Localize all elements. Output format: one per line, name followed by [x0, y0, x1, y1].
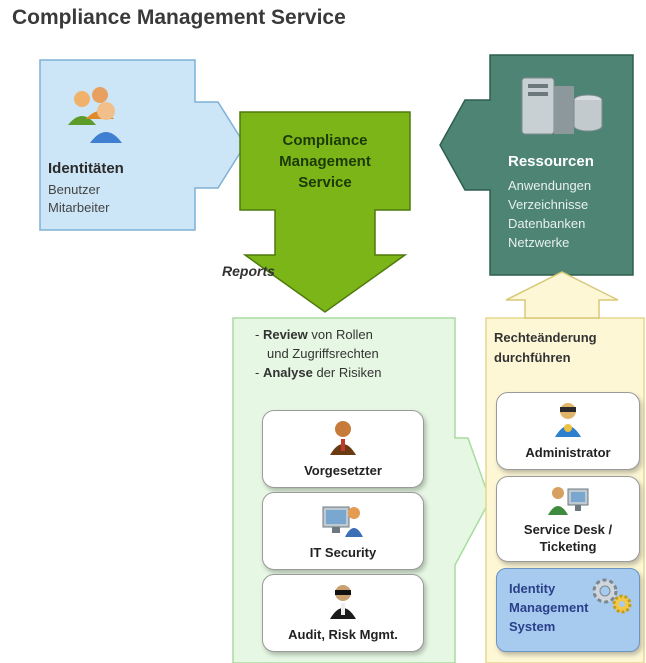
- identities-heading: Identitäten: [48, 160, 124, 177]
- identities-people-icon: [62, 85, 132, 145]
- review-text: - Review von Rollen und Zugriffsrechten …: [255, 325, 381, 382]
- change-line: durchführen: [494, 350, 571, 365]
- review-item-1-line2: und Zugriffsrechten: [267, 346, 379, 361]
- identities-arrow: [39, 59, 246, 231]
- idm-line: Identity: [509, 581, 556, 596]
- card-manager[interactable]: Vorgesetzter: [262, 410, 424, 488]
- center-box: [239, 111, 411, 313]
- idm-line: System: [509, 619, 556, 634]
- resources-item: Netzwerke: [508, 235, 570, 250]
- change-line: Rechteänderung: [494, 330, 597, 345]
- center-label-line: Compliance: [282, 132, 368, 149]
- service-desk-icon: [548, 487, 589, 515]
- resources-item: Anwendungen: [508, 178, 592, 193]
- card-administrator[interactable]: Administrator: [496, 392, 640, 470]
- card-it-security[interactable]: IT Security: [262, 492, 424, 570]
- idm-label: Identity Management System: [509, 579, 588, 636]
- card-label: Service Desk / Ticketing: [497, 521, 639, 555]
- review-item-2: - Analyse der Risiken: [255, 365, 382, 380]
- identities-item: Mitarbeiter: [48, 200, 110, 215]
- gears-icon: [592, 578, 632, 614]
- card-label-line: Service Desk /: [523, 522, 613, 537]
- change-text: Rechteänderung durchführen: [494, 328, 597, 368]
- administrator-icon: [555, 403, 581, 437]
- idm-line: Management: [509, 600, 589, 615]
- identities-item: Benutzer: [48, 182, 101, 197]
- review-item-1: - Review von Rollen: [255, 327, 373, 342]
- resources-item: Verzeichnisse: [508, 197, 589, 212]
- center-label: Compliance Management Service: [240, 130, 410, 193]
- card-label: Administrator: [525, 445, 611, 460]
- audit-icon: [330, 585, 356, 619]
- page-title: Compliance Management Service: [12, 6, 346, 29]
- resources-item: Datenbanken: [508, 216, 586, 231]
- card-label-line: Ticketing: [539, 539, 597, 554]
- idm-box[interactable]: Identity Management System: [496, 568, 640, 652]
- server-icon: [510, 72, 610, 142]
- card-audit[interactable]: Audit, Risk Mgmt.: [262, 574, 424, 652]
- reports-label: Reports: [222, 263, 275, 279]
- card-label: IT Security: [309, 545, 377, 560]
- change-up-arrow: [505, 271, 619, 319]
- center-label-line: Management: [279, 153, 371, 170]
- resources-list: Anwendungen Verzeichnisse Datenbanken Ne…: [508, 176, 591, 252]
- card-label: Vorgesetzter: [304, 463, 382, 478]
- card-label: Audit, Risk Mgmt.: [288, 627, 398, 642]
- manager-icon: [330, 421, 356, 455]
- card-service-desk[interactable]: Service Desk / Ticketing: [496, 476, 640, 562]
- it-security-icon: [322, 506, 363, 537]
- resources-heading: Ressourcen: [508, 153, 594, 170]
- center-label-line: Service: [298, 174, 352, 191]
